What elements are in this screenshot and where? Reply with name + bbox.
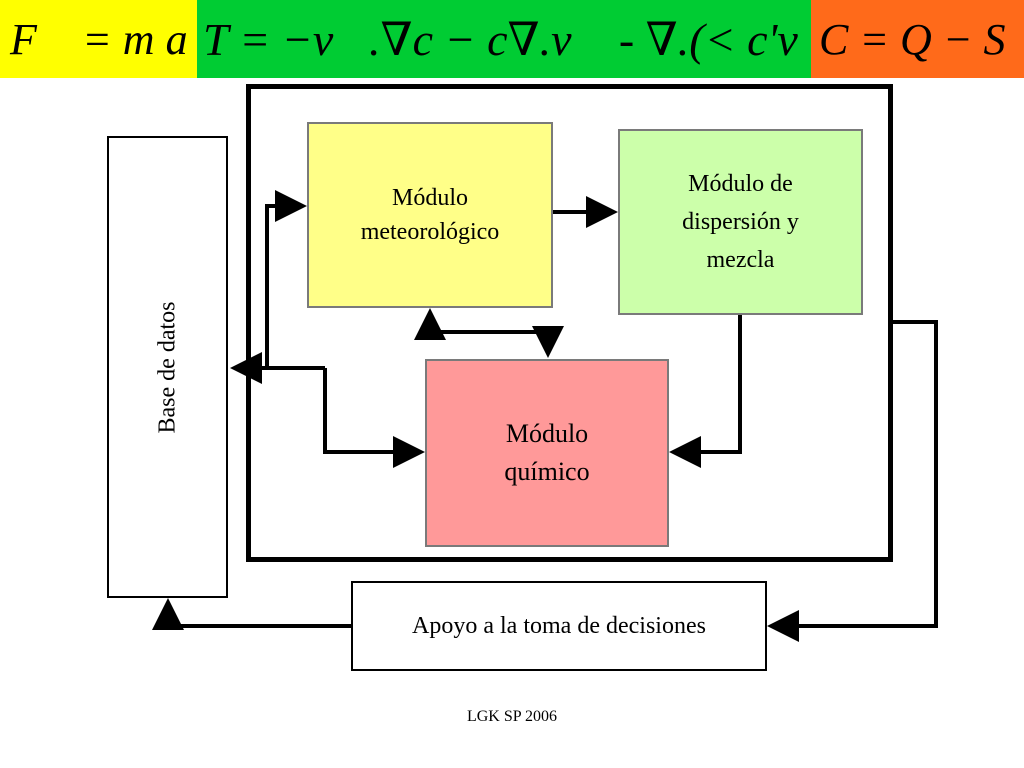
arrow-bus-to-chemical	[323, 368, 425, 468]
equation-transport: T = −v⃗.∇c − c∇.v⃗ - ∇.(< c'v⃗' >)	[197, 0, 811, 78]
database-box: Base de datos	[107, 136, 228, 598]
dispersion-module-box: Módulo de dispersión y mezcla	[618, 129, 863, 315]
model-frame	[246, 84, 893, 562]
equation-newton: F⃗ = m a⃗	[0, 0, 197, 78]
meteorological-module-label: Módulo meteorológico	[360, 185, 500, 245]
decision-support-label: Apoyo a la toma de decisiones	[412, 612, 706, 639]
dispersion-module-label: Módulo de dispersión y mezcla	[682, 171, 799, 273]
arrow-frame-to-decision	[767, 320, 938, 642]
arrow-bus-to-meteo	[265, 190, 307, 368]
chemical-module-box: Módulo químico	[425, 359, 669, 547]
arrow-decision-to-database	[152, 598, 351, 630]
footer-credit: LGK SP 2006	[466, 708, 558, 725]
meteorological-module-box: Módulo meteorológico	[307, 122, 553, 308]
arrow-meteo-chemical	[430, 326, 564, 358]
chemical-module-label: Módulo químico	[504, 419, 590, 486]
arrow-dispersion-to-chemical	[669, 315, 742, 468]
equation-balance: C = Q − S	[811, 0, 1024, 78]
decision-support-box: Apoyo a la toma de decisiones	[351, 581, 767, 671]
